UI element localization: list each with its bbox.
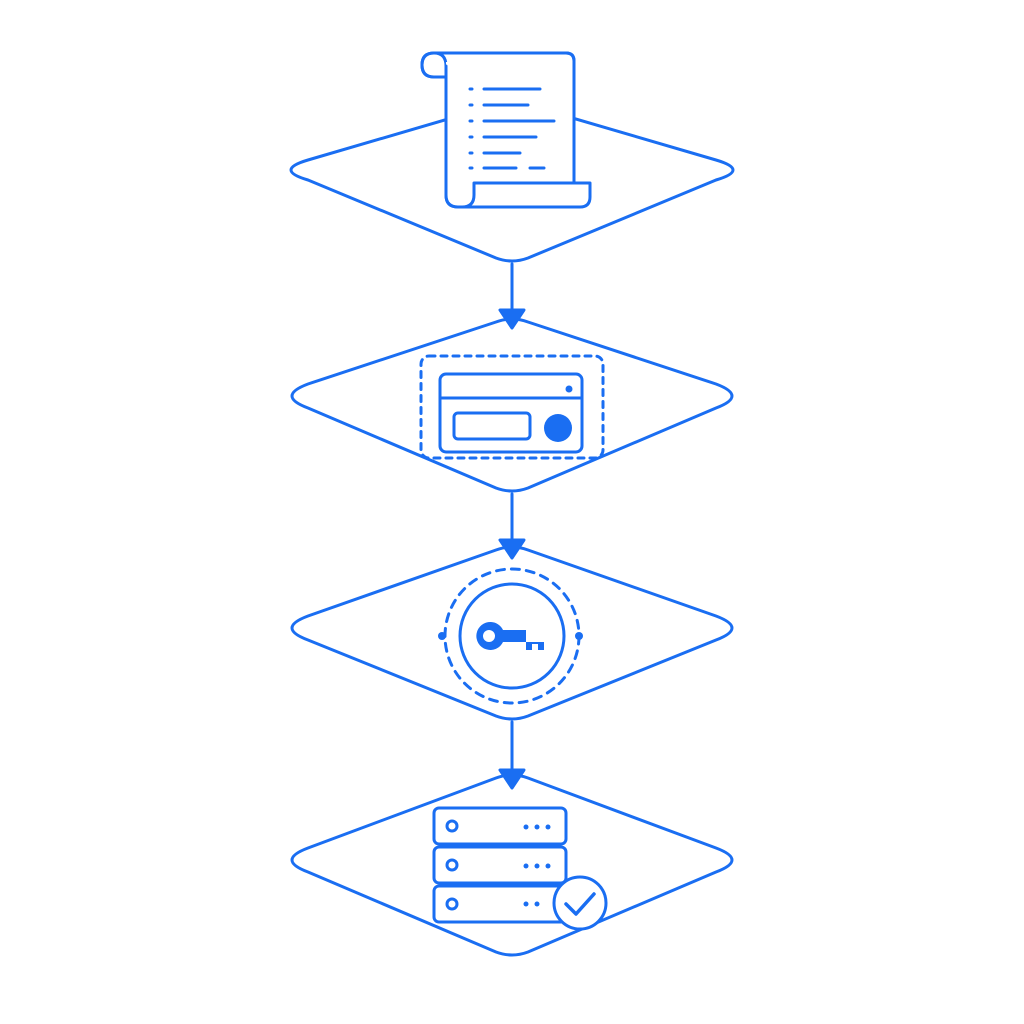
arrow-down-icon (498, 538, 526, 560)
server-unit (432, 806, 568, 846)
connector-1-2 (498, 262, 526, 330)
step-1-diamond (289, 103, 735, 263)
arrow-down-icon (498, 308, 526, 330)
connector-3-4 (498, 720, 526, 790)
server-unit (432, 884, 568, 924)
server-unit (432, 845, 568, 885)
server-verified-icon (432, 806, 608, 931)
connector-2-3 (498, 492, 526, 560)
step-2-diamond (290, 317, 734, 493)
arrow-down-icon (498, 768, 526, 790)
document-scroll-icon (420, 51, 592, 209)
step-3-diamond (290, 545, 734, 721)
key-icon (438, 567, 583, 705)
check-circle-icon (552, 875, 608, 931)
card-reader-icon (419, 354, 605, 460)
